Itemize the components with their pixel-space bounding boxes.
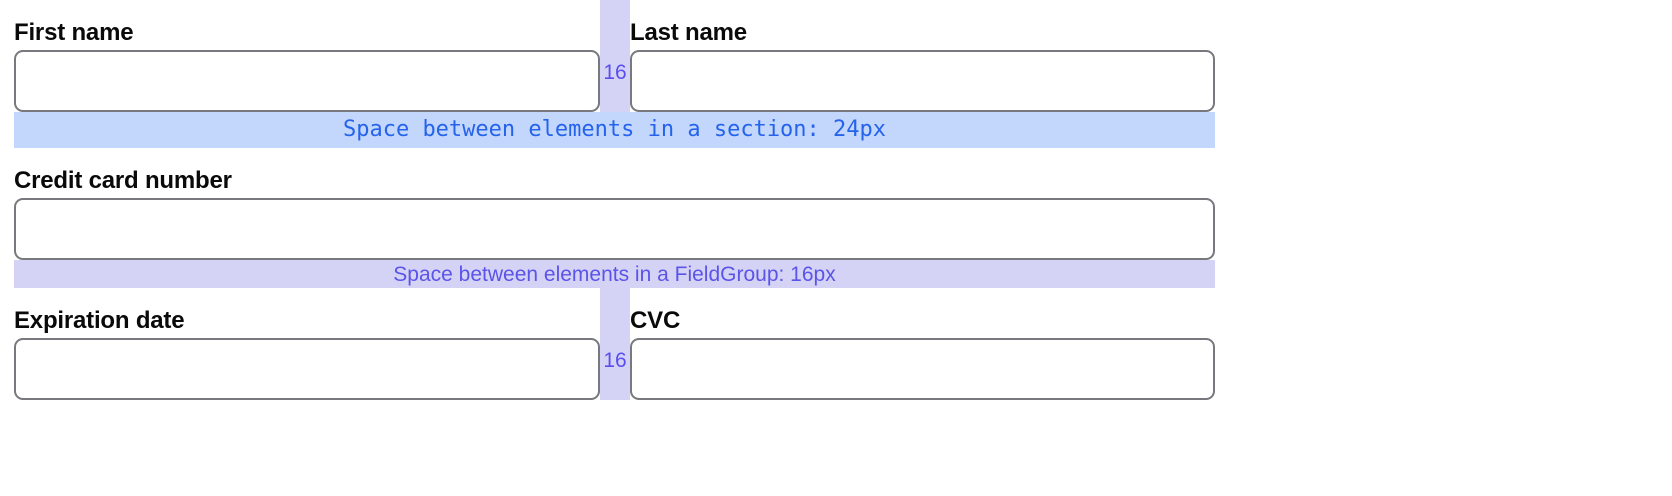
first-name-label: First name [14, 19, 134, 46]
expiry-cvc-row: Expiration date 16 CVC [14, 260, 1215, 400]
last-name-field: Last name [630, 0, 1215, 112]
credit-card-number-field: Credit card number [14, 148, 1215, 260]
cvc-label: CVC [630, 307, 681, 334]
expiration-date-input[interactable] [14, 338, 600, 400]
cvc-input[interactable] [630, 338, 1215, 400]
last-name-input[interactable] [630, 50, 1215, 112]
first-name-input[interactable] [14, 50, 600, 112]
form-region: First name 16 Last name Space between el… [14, 0, 1215, 400]
expiration-date-label: Expiration date [14, 307, 185, 334]
expiry-cvc-gutter-label: 16 [603, 349, 627, 372]
section-spacing-band: Space between elements in a section: 24p… [14, 112, 1215, 148]
last-name-label: Last name [630, 19, 747, 46]
expiration-date-field: Expiration date [14, 288, 600, 400]
fieldgroup-spacing-label: Space between elements in a FieldGroup: … [393, 262, 836, 286]
cvc-field: CVC [630, 288, 1215, 400]
first-name-field: First name [14, 0, 600, 112]
credit-card-number-input[interactable] [14, 198, 1215, 260]
name-row: First name 16 Last name [14, 0, 1215, 112]
name-row-gutter-label: 16 [603, 61, 627, 84]
fieldgroup-spacing-band: Space between elements in a FieldGroup: … [14, 260, 1215, 288]
section-spacing-label: Space between elements in a section: 24p… [342, 117, 887, 142]
name-row-gutter: 16 [600, 0, 630, 112]
card-number-row: Credit card number [14, 148, 1215, 260]
credit-card-number-label: Credit card number [14, 167, 232, 194]
expiry-cvc-gutter: 16 [600, 288, 630, 400]
